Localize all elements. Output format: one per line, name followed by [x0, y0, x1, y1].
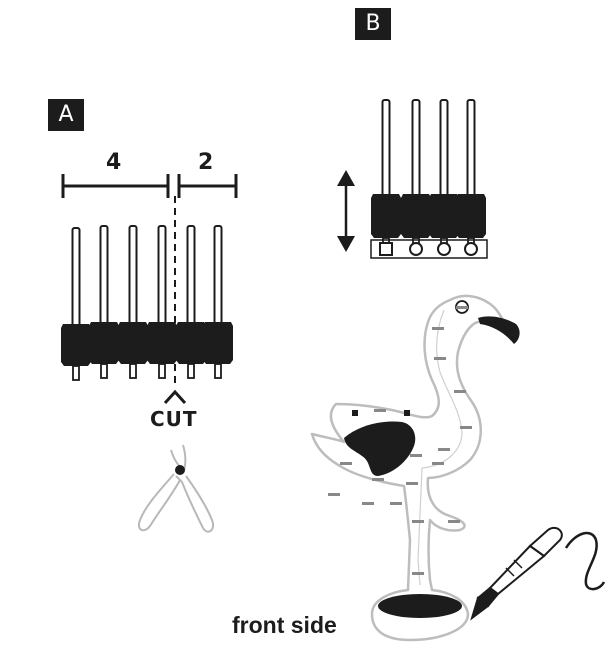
soldering-iron-icon	[470, 526, 606, 621]
step-a-label: A	[48, 99, 84, 131]
front-side-caption: front side	[232, 612, 337, 638]
step-b-label: B	[355, 8, 391, 40]
pin-count-left: 4	[106, 150, 122, 175]
measure-bracket-left	[61, 174, 170, 198]
flamingo-board-icon	[310, 294, 520, 642]
double-arrow-icon	[337, 170, 355, 252]
pin-count-right: 2	[198, 150, 214, 175]
pliers-icon	[138, 444, 214, 533]
pin-header-socket-icon	[370, 99, 488, 259]
pin-header-icon	[60, 225, 234, 381]
cut-caret-icon	[163, 389, 187, 405]
cut-label: CUT	[150, 407, 198, 431]
measure-bracket-right	[177, 174, 238, 198]
